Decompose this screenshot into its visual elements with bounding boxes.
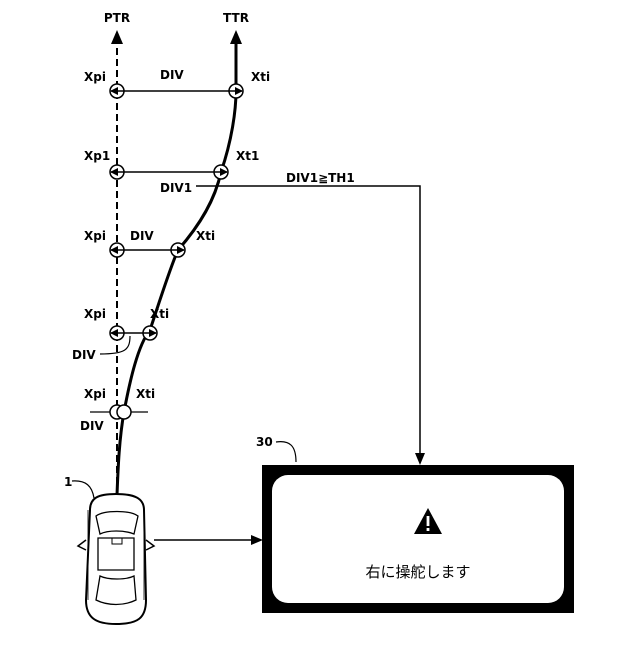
ptr-arrowhead: [111, 30, 123, 44]
xti-label: Xti: [136, 387, 155, 401]
xti-label: Xti: [251, 70, 270, 84]
vehicle-ref-label: 1: [64, 475, 72, 489]
warning-triangle-icon: [413, 507, 443, 535]
xpi-label: Xpi: [84, 229, 106, 243]
display-ref-leader: [276, 442, 296, 462]
condition-label: DIV1≧TH1: [286, 171, 355, 185]
signal-line: [196, 186, 420, 458]
div-label: DIV: [80, 419, 104, 433]
display-device: 右に操舵します: [262, 465, 574, 613]
xpi-label: Xpi: [84, 387, 106, 401]
vehicle-icon: [78, 494, 154, 624]
ttr-path: [117, 42, 236, 495]
xti-label: Xti: [196, 229, 215, 243]
div-label: DIV: [130, 229, 154, 243]
ttr-label: TTR: [223, 11, 249, 25]
display-screen: 右に操舵します: [272, 475, 564, 603]
ttr-arrowhead: [230, 30, 242, 44]
warning-message: 右に操舵します: [272, 561, 564, 582]
xpi-label: Xpi: [84, 307, 106, 321]
div-label: DIV: [160, 68, 184, 82]
vehicle-ref-leader: [72, 481, 94, 498]
xti-point: [117, 405, 131, 419]
xpi-label: Xpi: [84, 70, 106, 84]
ptr-label: PTR: [104, 11, 130, 25]
xti-label: Xti: [150, 307, 169, 321]
display-ref-label: 30: [256, 435, 273, 449]
signal-arrowhead: [415, 453, 425, 465]
div1-label: DIV1: [160, 181, 192, 195]
div-label: DIV: [72, 348, 96, 362]
xt1-label: Xt1: [236, 149, 259, 163]
xp1-label: Xp1: [84, 149, 110, 163]
